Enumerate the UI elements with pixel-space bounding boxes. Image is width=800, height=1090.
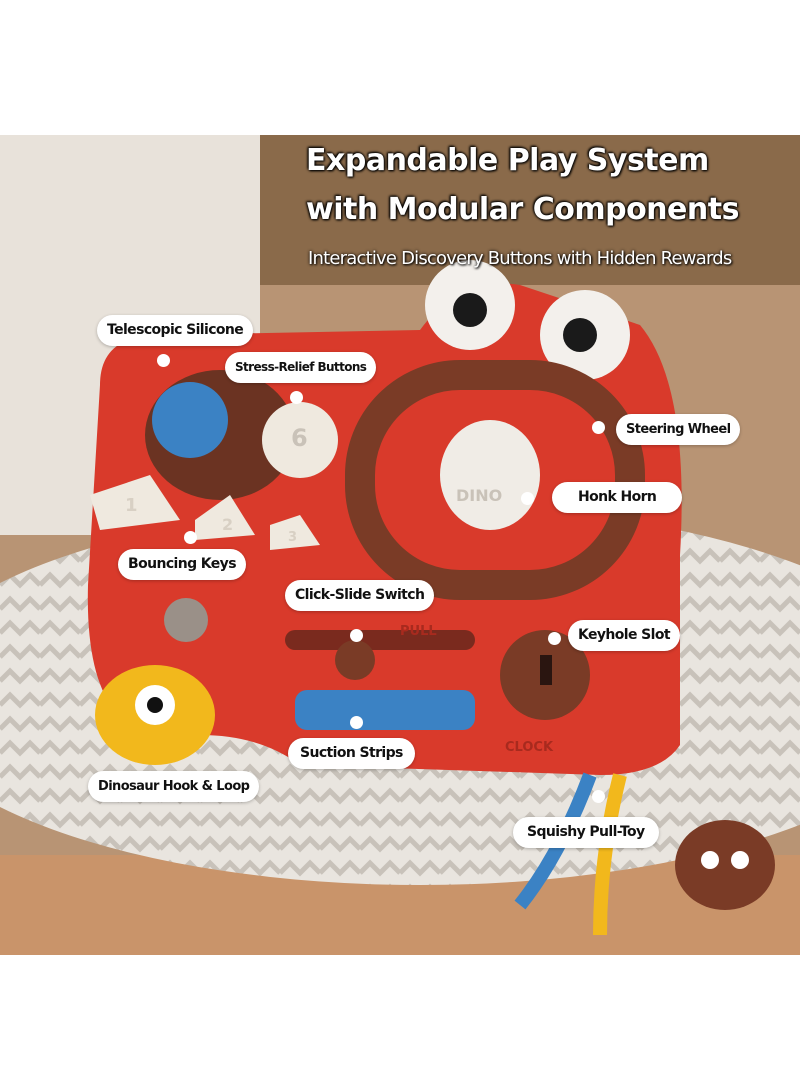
key-1-marking: 1 (125, 495, 138, 516)
callout-dot (548, 632, 561, 645)
callout-dot (184, 531, 197, 544)
suction-strip (295, 690, 475, 730)
pull-toy-dino (675, 820, 775, 910)
subtitle: Interactive Discovery Buttons with Hidde… (308, 248, 732, 269)
key-2 (195, 495, 255, 540)
suction-pad (164, 598, 208, 642)
callout-honk-horn: Honk Horn (552, 482, 683, 513)
key-3 (270, 515, 320, 550)
callout-dot (290, 391, 303, 404)
pull-cord-yellow (593, 773, 627, 936)
key-3-marking: 3 (288, 530, 298, 545)
callout-dot (350, 629, 363, 642)
callout-stress-relief-buttons: Stress-Relief Buttons (225, 352, 377, 383)
callout-click-slide-switch: Click-Slide Switch (285, 580, 435, 611)
callout-dot (521, 492, 534, 505)
callout-suction-strips: Suction Strips (288, 738, 415, 769)
key-2-marking: 2 (222, 515, 234, 534)
callout-bouncing-keys: Bouncing Keys (118, 549, 246, 580)
callout-steering-wheel: Steering Wheel (616, 414, 741, 445)
slide-track (285, 630, 475, 650)
headline-line-1: Expandable Play System (306, 143, 709, 178)
button-marking: 6 (291, 424, 308, 452)
callout-dot (592, 421, 605, 434)
slide-knob (335, 640, 375, 680)
callout-telescopic-silicone: Telescopic Silicone (97, 315, 254, 346)
headline-line-2: with Modular Components (306, 192, 739, 227)
steering-wheel (345, 360, 645, 600)
key-1 (90, 475, 180, 530)
callout-dot (350, 716, 363, 729)
horn-marking: DINO (456, 486, 503, 505)
pull-marking: PULL (400, 624, 437, 639)
callout-dot (592, 790, 605, 803)
keyhole (540, 655, 552, 685)
left-pupil (453, 293, 487, 327)
toy-illustration (0, 135, 800, 955)
pull-toy-eye (701, 851, 719, 869)
pull-toy-eye (731, 851, 749, 869)
honk-horn (440, 420, 540, 530)
callout-keyhole-slot: Keyhole Slot (568, 620, 680, 651)
wooden-rail (260, 135, 800, 285)
telescopic-silicone-button (152, 382, 228, 458)
right-pupil (563, 318, 597, 352)
clock-marking: CLOCK (505, 740, 554, 755)
callout-squishy-pull-toy: Squishy Pull-Toy (513, 817, 659, 848)
stress-relief-button (262, 402, 338, 478)
product-photo (0, 135, 800, 955)
dinosaur-pupil (147, 697, 163, 713)
callout-dot (157, 354, 170, 367)
callout-dinosaur-hook-loop: Dinosaur Hook & Loop (88, 771, 260, 802)
